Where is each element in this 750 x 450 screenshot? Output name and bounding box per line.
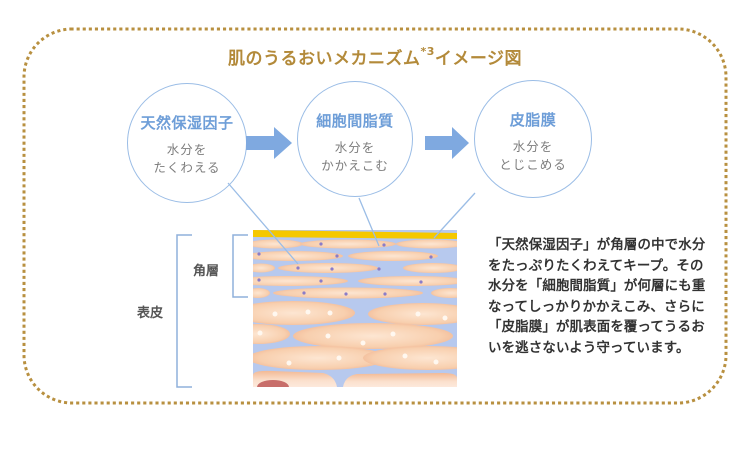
desc-line: 水分を xyxy=(334,140,376,155)
circle-intercellular-lipids: 細胞間脂質 水分を かかえこむ xyxy=(297,81,413,197)
diagram-title: 肌のうるおいメカニズム*3イメージ図 xyxy=(0,44,750,69)
desc-line: 水分を xyxy=(166,142,208,157)
circle-description: 水分を たくわえる xyxy=(128,141,246,177)
title-suffix: イメージ図 xyxy=(434,49,523,69)
stratum-corneum-label: 角層 xyxy=(193,264,220,279)
desc-line: たくわえる xyxy=(153,160,221,175)
desc-line: かかえこむ xyxy=(321,158,389,173)
circle-sebum-film: 皮脂膜 水分を とじこめる xyxy=(474,80,592,198)
skin-cross-section-illustration xyxy=(253,230,457,387)
desc-line: とじこめる xyxy=(499,157,567,172)
epidermis-label: 表皮 xyxy=(137,306,164,321)
title-main: 肌のうるおいメカニズム xyxy=(227,49,421,69)
circle-title: 天然保湿因子 xyxy=(140,114,234,132)
circle-natural-moisturizing-factor: 天然保湿因子 水分を たくわえる xyxy=(127,83,247,203)
arrow-right-icon xyxy=(246,127,292,159)
arrow-right-icon xyxy=(425,127,469,159)
title-footnote-mark: *3 xyxy=(420,45,435,59)
desc-line: 水分を xyxy=(512,139,554,154)
circle-description: 水分を かかえこむ xyxy=(298,139,412,175)
explanation-text: 「天然保湿因子」が角層の中で水分をたっぷりたくわえてキープ。その水分を「細胞間脂… xyxy=(488,238,706,356)
circle-description: 水分を とじこめる xyxy=(475,138,591,174)
circle-title: 細胞間脂質 xyxy=(316,112,394,130)
circle-title: 皮脂膜 xyxy=(509,111,557,129)
